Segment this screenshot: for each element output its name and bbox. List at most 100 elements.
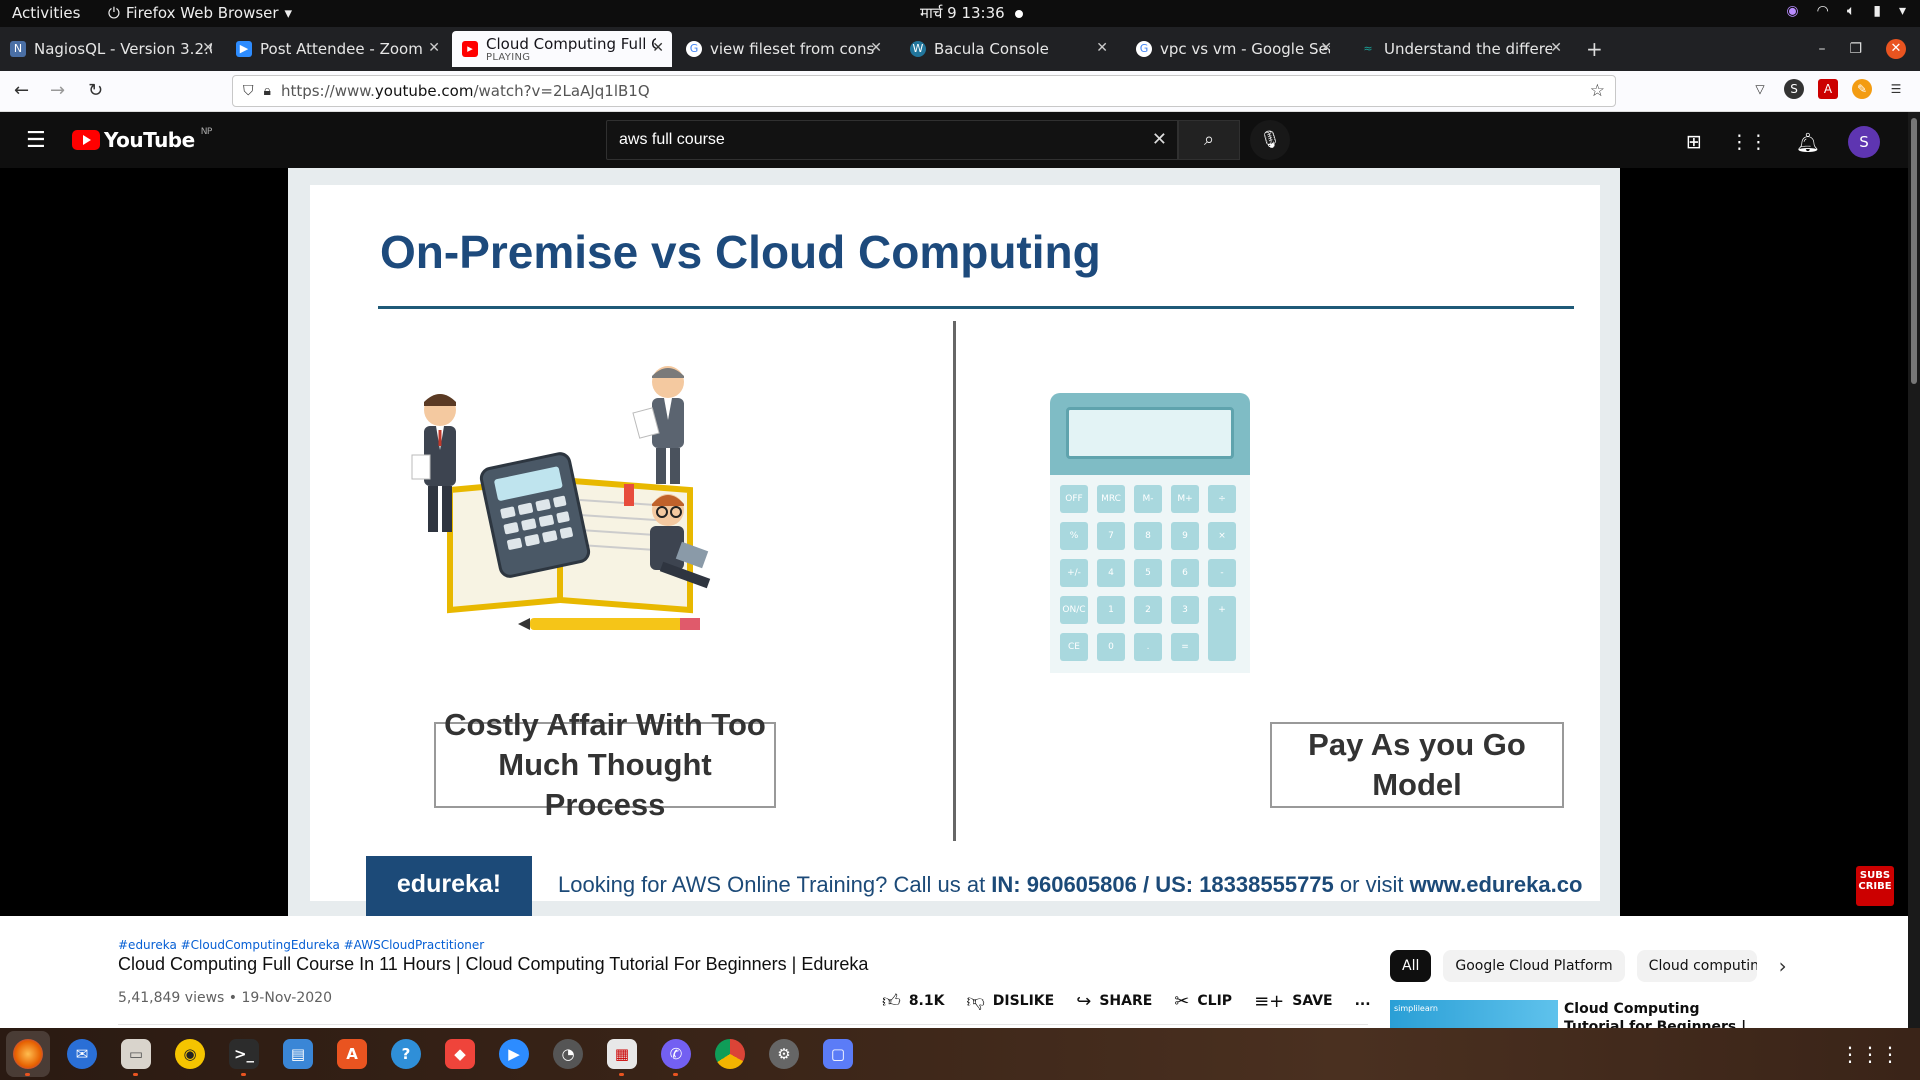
- tab-understand-difference[interactable]: ≈ Understand the difference ✕: [1350, 31, 1570, 67]
- restore-icon[interactable]: ❐: [1849, 41, 1862, 57]
- dock-firefox[interactable]: [6, 1031, 50, 1077]
- hamburger-menu-icon[interactable]: ☰: [26, 128, 46, 153]
- close-icon[interactable]: ✕: [1096, 40, 1108, 56]
- dock-screenshot[interactable]: ▢: [816, 1031, 860, 1077]
- close-icon[interactable]: ✕: [870, 40, 882, 56]
- clip-label: CLIP: [1197, 993, 1233, 1009]
- like-button[interactable]: 👍︎8.1K: [882, 990, 944, 1012]
- clock[interactable]: मार्च 9 13:36: [920, 3, 1023, 23]
- extension-icon[interactable]: ✎: [1852, 79, 1872, 99]
- close-icon[interactable]: ✕: [428, 40, 440, 56]
- app-menu[interactable]: ⏻ Firefox Web Browser ▾: [108, 4, 292, 22]
- calculator-key: CE: [1060, 633, 1088, 661]
- chip-all[interactable]: All: [1390, 950, 1432, 982]
- show-applications-icon[interactable]: ⋮⋮⋮: [1840, 1042, 1900, 1066]
- mail-icon: ✉: [67, 1039, 97, 1069]
- bookmark-star-icon[interactable]: ☆: [1589, 81, 1605, 101]
- reload-icon[interactable]: ↻: [88, 80, 104, 101]
- tab-vpc-vs-vm[interactable]: G vpc vs vm - Google Search ✕: [1126, 31, 1340, 67]
- dock-settings[interactable]: ⚙: [762, 1031, 806, 1077]
- youtube-logo[interactable]: YouTube NP: [72, 127, 213, 152]
- chip-cloud-computing[interactable]: Cloud computing: [1636, 950, 1757, 982]
- region-code: NP: [200, 127, 213, 137]
- dock-rhythmbox[interactable]: ◉: [168, 1031, 212, 1077]
- system-top-bar: Activities ⏻ Firefox Web Browser ▾ मार्च…: [0, 0, 1920, 27]
- left-caption: Costly Affair With Too Much Thought Proc…: [434, 707, 776, 822]
- dock-chrome[interactable]: [708, 1031, 752, 1077]
- tab-cloud-computing[interactable]: ▸ Cloud Computing Full Co PLAYING ✕: [452, 31, 672, 67]
- activities-button[interactable]: Activities: [12, 4, 81, 22]
- app-menu-label: Firefox Web Browser: [125, 4, 279, 22]
- new-tab-button[interactable]: +: [1586, 37, 1603, 61]
- tab-label: Cloud Computing Full Co: [486, 35, 656, 53]
- close-icon[interactable]: ✕: [652, 40, 664, 56]
- url-bar[interactable]: ⛉ 🔒︎ https://www.youtube.com/watch?v=2La…: [232, 75, 1616, 107]
- recommended-video[interactable]: simplilearn Cloud Computing Tutorial for…: [1390, 1000, 1890, 1028]
- more-actions-button[interactable]: ...: [1355, 993, 1371, 1009]
- save-button[interactable]: ≡+SAVE: [1254, 991, 1333, 1012]
- page-scrollbar[interactable]: [1908, 112, 1920, 1028]
- extension-icon[interactable]: ◉: [1786, 3, 1799, 19]
- profile-extension-icon[interactable]: S: [1784, 79, 1804, 99]
- dock-zoom[interactable]: ▶: [492, 1031, 536, 1077]
- share-button[interactable]: ↪SHARE: [1076, 991, 1152, 1012]
- search-button[interactable]: ⌕: [1178, 120, 1240, 160]
- adblock-icon[interactable]: A: [1818, 79, 1838, 99]
- dock-terminal[interactable]: >_: [222, 1031, 266, 1077]
- notifications-bell-icon[interactable]: 🔔︎: [1795, 131, 1820, 154]
- volume-icon: 🔈︎: [1846, 3, 1856, 19]
- tab-view-fileset[interactable]: G view fileset from console ✕: [676, 31, 890, 67]
- tab-bacula[interactable]: W Bacula Console ✕: [900, 31, 1116, 67]
- pocket-icon[interactable]: ▽: [1755, 82, 1765, 96]
- youtube-header: ☰ YouTube NP ✕ ⌕ 🎙︎ ⊞ ⋮⋮ 🔔︎ S: [0, 112, 1920, 168]
- dock-help[interactable]: ?: [384, 1031, 428, 1077]
- close-icon[interactable]: ✕: [202, 40, 214, 56]
- battery-icon: ▮: [1873, 3, 1881, 19]
- calculator-key: 9: [1171, 522, 1199, 550]
- header-actions: ⊞ ⋮⋮ 🔔︎ S: [1686, 126, 1880, 158]
- like-count: 8.1K: [908, 993, 945, 1009]
- close-icon[interactable]: ✕: [1320, 40, 1332, 56]
- minimize-icon[interactable]: –: [1818, 41, 1826, 57]
- apps-grid-icon[interactable]: ⋮⋮: [1729, 131, 1768, 153]
- dock-system-monitor[interactable]: ▦: [600, 1031, 644, 1077]
- lock-icon[interactable]: 🔒︎: [263, 83, 271, 99]
- anydesk-icon: ◆: [445, 1039, 475, 1069]
- avatar[interactable]: S: [1848, 126, 1880, 158]
- clear-icon[interactable]: ✕: [1151, 129, 1167, 150]
- dock-viber[interactable]: ✆: [654, 1031, 698, 1077]
- dislike-button[interactable]: 👎︎DISLIKE: [966, 990, 1054, 1012]
- notification-dot-icon: [1014, 9, 1023, 18]
- site-icon: ≈: [1363, 42, 1373, 55]
- tab-nagiosql[interactable]: N NagiosQL - Version 3.2.0 ✕: [0, 31, 222, 67]
- search-input[interactable]: [607, 121, 1177, 159]
- recommended-thumbnail[interactable]: simplilearn: [1390, 1000, 1558, 1028]
- recommended-title[interactable]: Cloud Computing Tutorial for Beginners |…: [1564, 1001, 1747, 1028]
- dock-thunderbird[interactable]: ✉: [60, 1031, 104, 1077]
- dock-files[interactable]: ▭: [114, 1031, 158, 1077]
- calculator-key: M+: [1171, 485, 1199, 513]
- dock-writer[interactable]: ▤: [276, 1031, 320, 1077]
- scrollbar-thumb[interactable]: [1911, 118, 1917, 384]
- shield-icon[interactable]: ⛉: [243, 83, 254, 99]
- video-player[interactable]: On-Premise vs Cloud Computing: [0, 168, 1920, 916]
- tab-zoom[interactable]: ▶ Post Attendee - Zoom ✕: [226, 31, 448, 67]
- close-icon[interactable]: ✕: [1550, 40, 1562, 56]
- system-tray[interactable]: ◉ ◠ 🔈︎ ▮ ▾: [1786, 3, 1906, 19]
- clip-button[interactable]: ✂CLIP: [1174, 991, 1232, 1012]
- dock-anydesk[interactable]: ◆: [438, 1031, 482, 1077]
- dock-clock[interactable]: ◔: [546, 1031, 590, 1077]
- chevron-right-icon[interactable]: ›: [1778, 954, 1787, 978]
- chip-google-cloud-platform[interactable]: Google Cloud Platform: [1443, 950, 1625, 982]
- slide-title: On-Premise vs Cloud Computing: [380, 226, 1101, 278]
- voice-search-button[interactable]: 🎙︎: [1250, 120, 1290, 160]
- window-close-icon[interactable]: ✕: [1886, 39, 1906, 59]
- subscribe-watermark[interactable]: SUBS CRIBE: [1856, 866, 1894, 906]
- share-label: SHARE: [1099, 993, 1153, 1009]
- video-hashtags[interactable]: #edureka #CloudComputingEdureka #AWSClou…: [118, 938, 485, 952]
- forward-arrow-icon[interactable]: →: [50, 80, 66, 101]
- dock-software[interactable]: A: [330, 1031, 374, 1077]
- hamburger-menu-icon[interactable]: ☰: [1890, 82, 1902, 96]
- create-video-icon[interactable]: ⊞: [1685, 131, 1702, 153]
- back-arrow-icon[interactable]: ←: [14, 80, 30, 101]
